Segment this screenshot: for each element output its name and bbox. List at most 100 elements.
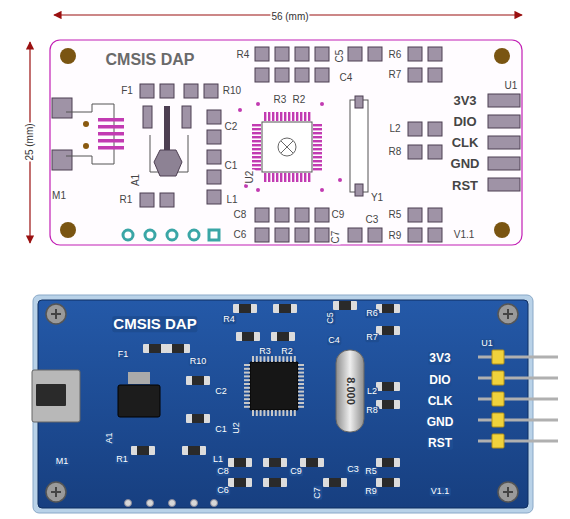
photo-silkscreen-label: R3 (258, 347, 272, 356)
silkscreen-label: R2 (292, 95, 307, 106)
photo-silkscreen-label: C2 (214, 387, 228, 396)
usb-pin (98, 146, 124, 150)
chip-pin (252, 164, 261, 166)
solder-pad (207, 170, 221, 184)
chip-pin (284, 173, 286, 182)
usb-pin (98, 139, 124, 143)
chip-pin (313, 124, 322, 126)
smd-body (382, 478, 394, 487)
header-pin (478, 356, 558, 359)
chip-pin (313, 164, 322, 166)
usb-pin (98, 132, 124, 136)
photo-silkscreen-label: R1 (115, 455, 129, 464)
smd-body (269, 458, 281, 467)
photo-silkscreen-label: L2 (366, 387, 378, 396)
solder-pad (295, 208, 309, 222)
chip-pin (267, 356, 269, 362)
smd-pads (186, 414, 210, 423)
smd-body (382, 382, 394, 391)
chip-pin (292, 173, 294, 182)
chip-pin (252, 160, 261, 162)
silkscreen-label: L1 (225, 195, 238, 206)
mounting-hole (494, 222, 510, 238)
silkscreen-label: C2 (224, 122, 239, 133)
pcb (38, 300, 528, 508)
silkscreen-label: 25 (mm) (25, 122, 36, 161)
chip-pin (300, 112, 302, 121)
chip-pin (313, 156, 322, 158)
solder-pad (348, 47, 362, 61)
photo-silkscreen-label: C1 (214, 425, 228, 434)
smd-body (239, 304, 251, 313)
solder-pad (428, 208, 442, 222)
silkscreen-label: CLK (451, 136, 480, 150)
photo-silkscreen-label: A1 (105, 431, 114, 444)
solder-pad (275, 228, 289, 242)
silkscreen-label: R10 (222, 86, 242, 97)
chip-pin (282, 410, 284, 416)
photo-silkscreen-label: C6 (216, 486, 230, 495)
crystal (336, 350, 364, 432)
chip-pin (244, 387, 250, 389)
chip-pin (313, 160, 322, 162)
silkscreen-label: U1 (504, 81, 519, 92)
chip-pin (252, 152, 261, 154)
photo-silkscreen-label: C7 (313, 486, 322, 500)
smd-body (149, 344, 161, 353)
chip-pin (256, 356, 258, 362)
usb-hole (83, 121, 89, 127)
chip-pin (252, 128, 261, 130)
smd-pads (131, 446, 155, 455)
silkscreen-label: V1.1 (453, 230, 476, 241)
chip-pin (286, 410, 288, 416)
screw-slot (507, 309, 509, 319)
smd-body (234, 458, 246, 467)
chip-pin (292, 112, 294, 121)
solder-pad (408, 145, 422, 159)
photo-silkscreen-label: R6 (365, 309, 379, 318)
chip-pin (252, 144, 261, 146)
chip-pin (280, 112, 282, 121)
chip-pin (276, 112, 278, 121)
layout-drawing (30, 15, 522, 245)
silkscreen-label: R5 (388, 210, 403, 221)
solder-pad (275, 68, 289, 82)
chip-pin (244, 398, 250, 400)
photo-silkscreen-label: GND (426, 416, 455, 429)
chip-pin (244, 379, 250, 381)
silkscreen-label: U2 (245, 170, 256, 185)
smd-body (306, 458, 318, 467)
photo-silkscreen-label: R10 (189, 357, 208, 366)
through-hole (169, 500, 176, 507)
chip-pin (298, 372, 304, 374)
header-pad (488, 136, 520, 149)
photo-silkscreen-label: V1.1 (430, 487, 451, 496)
chip-mark (281, 141, 293, 153)
photo-silkscreen-label: R4 (222, 315, 236, 324)
through-hole (167, 230, 177, 240)
chip-mark (281, 141, 293, 153)
header-pad (488, 157, 520, 170)
chip-pin (272, 173, 274, 182)
regulator-pad (143, 106, 152, 128)
usb-pad (52, 98, 72, 118)
screw-head (498, 304, 518, 324)
through-hole (147, 500, 154, 507)
solder-pad (207, 150, 221, 164)
chip-pin (290, 356, 292, 362)
chip-pin (296, 173, 298, 182)
regulator-tab (164, 106, 170, 154)
solder-pad (408, 208, 422, 222)
chip-pin (298, 387, 304, 389)
chip-pin (244, 406, 250, 408)
usb-opening (36, 384, 66, 406)
photo-silkscreen-label: C8 (216, 467, 230, 476)
header-plastic (492, 413, 504, 427)
solder-pad (255, 208, 269, 222)
through-hole (125, 500, 132, 507)
solder-pad (368, 47, 382, 61)
chip-pin (260, 356, 262, 362)
usb-pad (52, 150, 72, 170)
usb-hole (83, 143, 89, 149)
chip-pin (313, 152, 322, 154)
